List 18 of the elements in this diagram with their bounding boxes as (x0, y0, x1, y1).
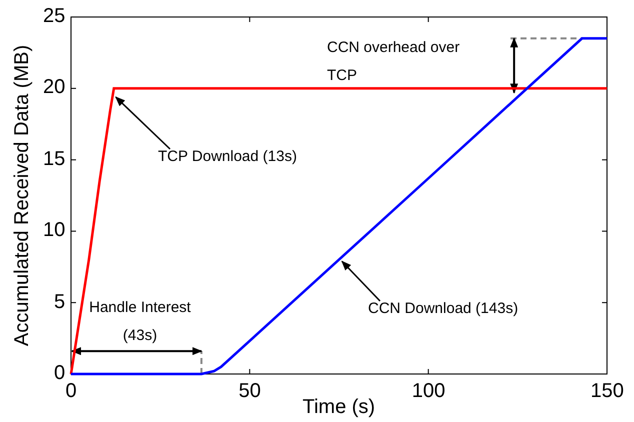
y-tick-label: 10 (43, 219, 66, 242)
annotation-text: TCP Download (13s) (158, 148, 297, 165)
y-tick-label: 20 (43, 76, 66, 100)
x-tick-label: 0 (66, 380, 77, 403)
x-tick-label: 100 (412, 380, 446, 403)
y-tick-label: 5 (54, 290, 66, 314)
x-axis-label: Time (s) (302, 396, 376, 419)
y-tick-label: 15 (43, 148, 66, 171)
annotation-text: Handle Interest (43s) (88, 298, 192, 346)
y-axis-label: Accumulated Received Data (MB) (10, 44, 34, 346)
annotation-text: CCN Download (143s) (368, 300, 518, 317)
leader-line (115, 96, 171, 150)
x-tick-label: 50 (238, 380, 261, 403)
y-tick-label: 25 (43, 5, 66, 28)
y-tick-label: 0 (54, 362, 66, 385)
x-tick-label: 150 (590, 380, 624, 403)
annotation-text: CCN overhead over TCP (327, 38, 461, 86)
leader-line (341, 260, 381, 302)
